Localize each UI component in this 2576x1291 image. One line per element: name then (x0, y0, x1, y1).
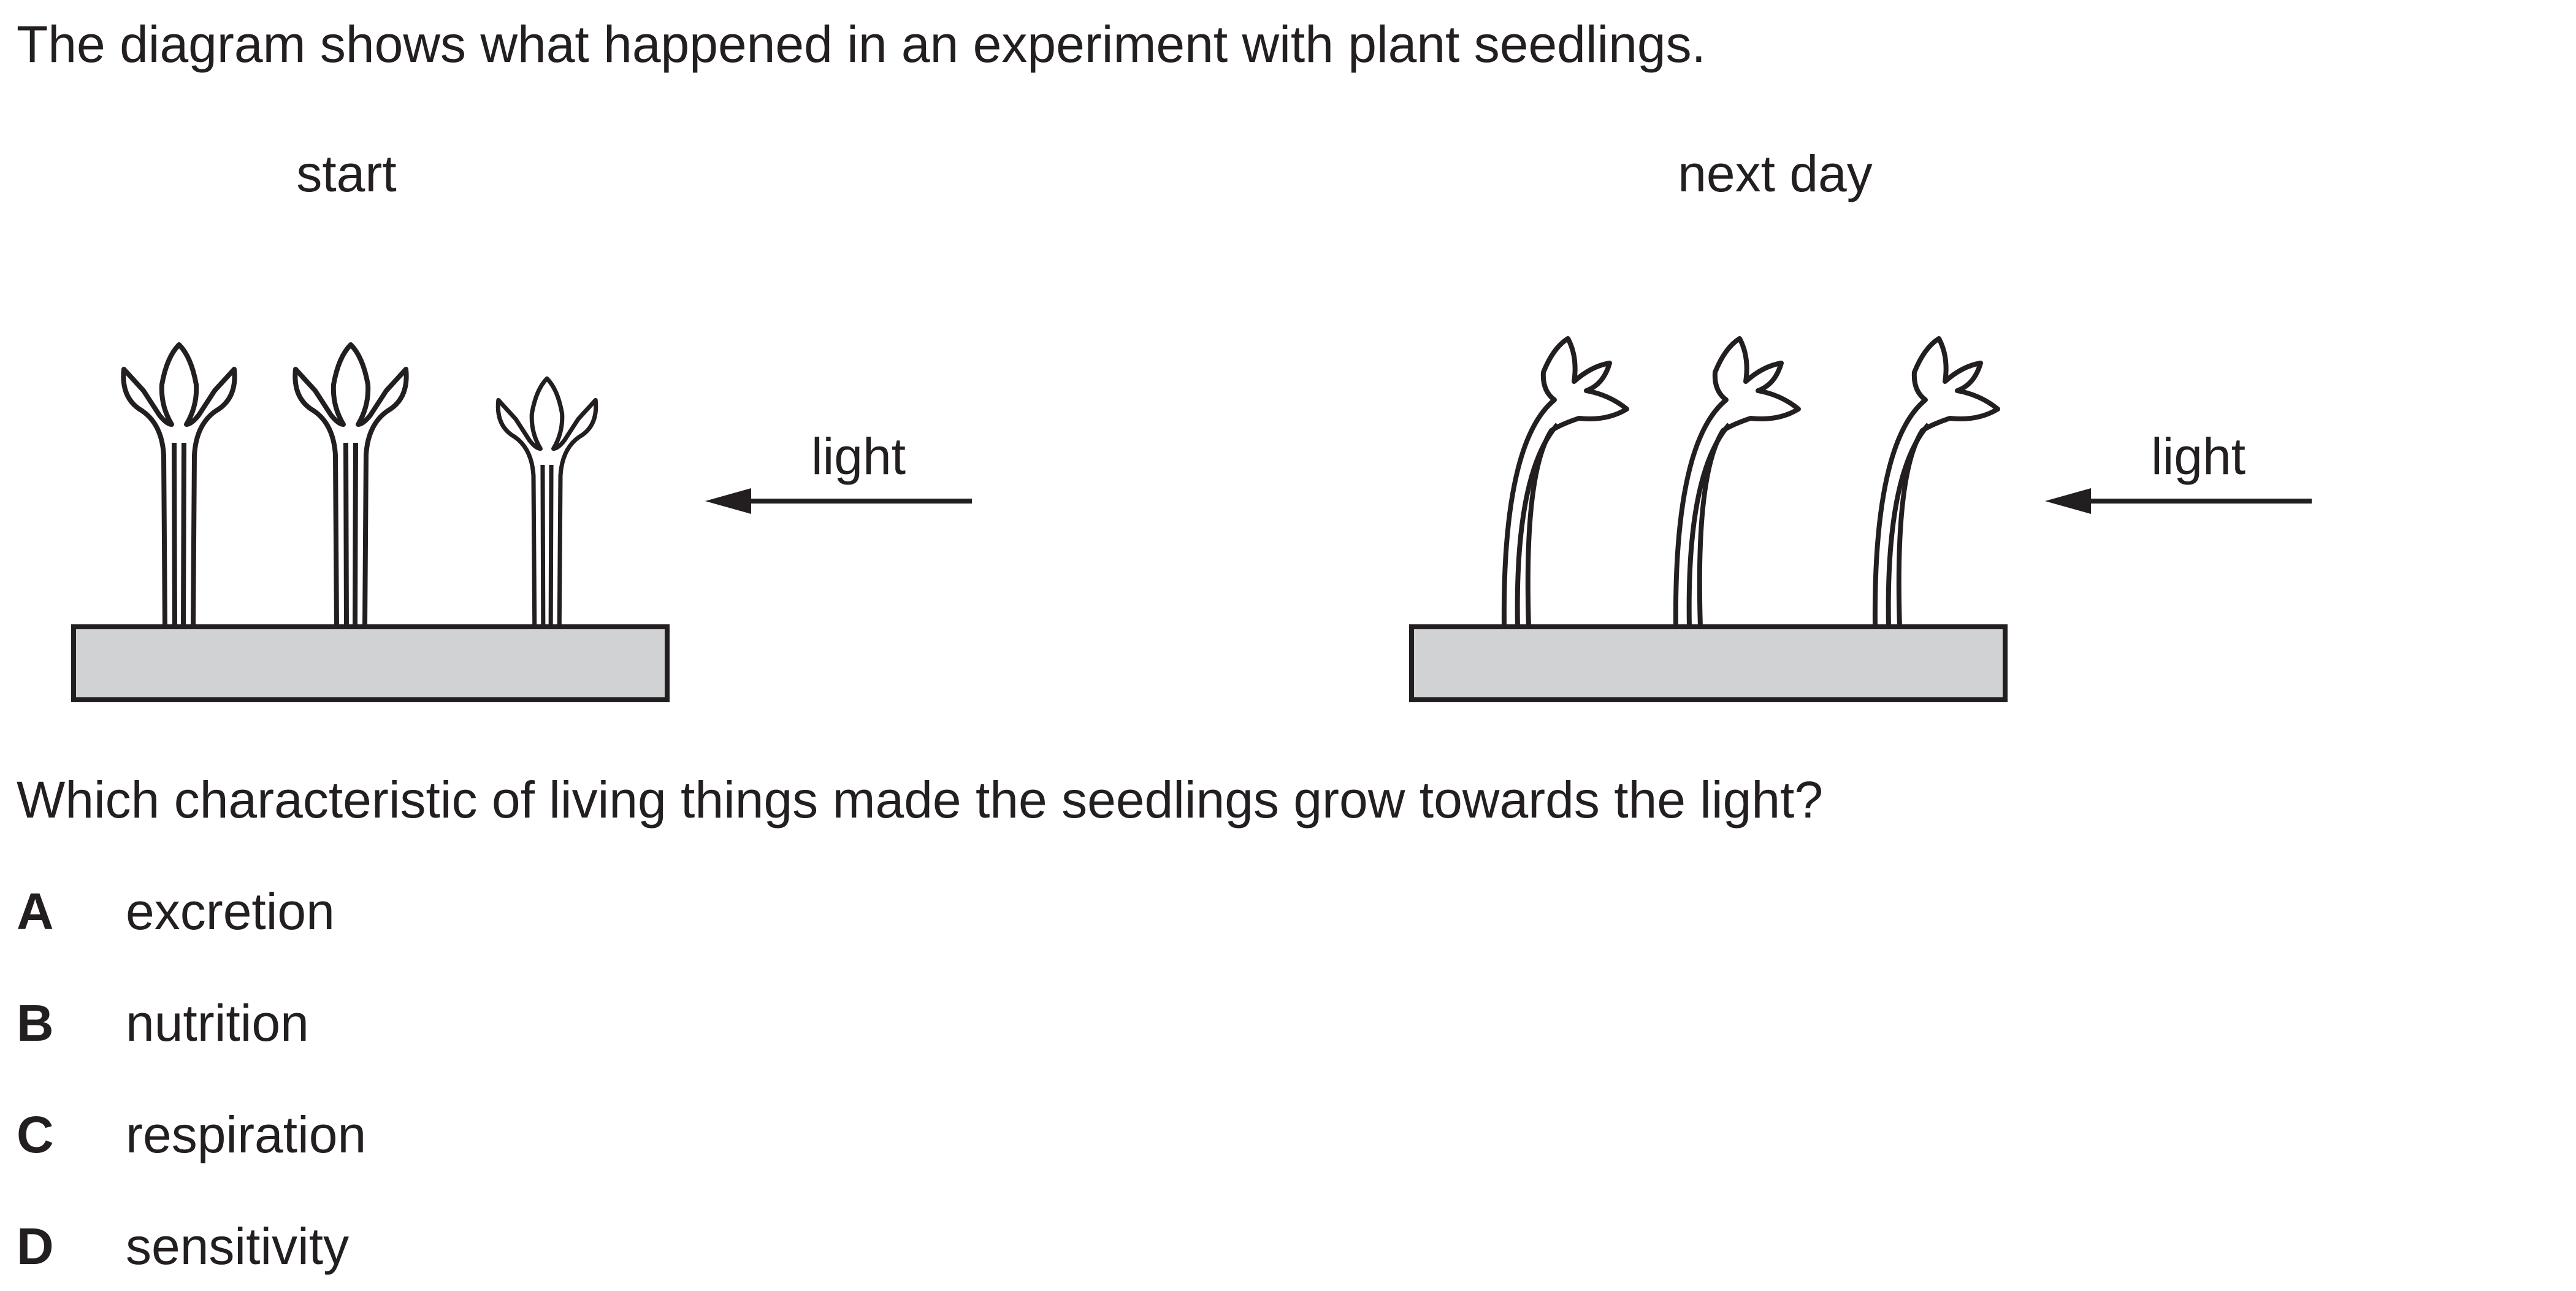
seedling-bent-1 (1504, 339, 1627, 627)
light-label-start: light (811, 427, 906, 485)
option-letter: C (17, 1106, 54, 1163)
seedling-upright-3 (498, 378, 596, 627)
seedling-upright-2 (295, 345, 406, 627)
option-letter: D (17, 1217, 54, 1275)
option-letter: A (17, 883, 54, 940)
seedling-bent-2 (1676, 339, 1798, 627)
light-arrow-start (705, 488, 972, 514)
seedling-bent-3 (1875, 339, 1998, 627)
option-letter: B (17, 994, 54, 1052)
option-text: excretion (126, 883, 335, 940)
light-arrow-next-day (2045, 488, 2312, 514)
panel-title-start: start (296, 145, 396, 202)
seed-tray-next-day (1409, 624, 2008, 702)
question-prompt: Which characteristic of living things ma… (17, 771, 1824, 829)
seed-tray-start (71, 624, 670, 702)
question-intro: The diagram shows what happened in an ex… (17, 15, 1706, 73)
next-day-panel: light (1409, 339, 2312, 702)
seedling-experiment-diagram: start next day light light (71, 145, 2312, 702)
light-label-next-day: light (2151, 427, 2245, 485)
option-text: respiration (126, 1106, 367, 1163)
seedling-upright-1 (123, 345, 234, 627)
panel-title-next-day: next day (1678, 145, 1873, 202)
option-text: nutrition (126, 994, 309, 1052)
option-text: sensitivity (126, 1217, 350, 1275)
start-panel: light (71, 345, 972, 702)
